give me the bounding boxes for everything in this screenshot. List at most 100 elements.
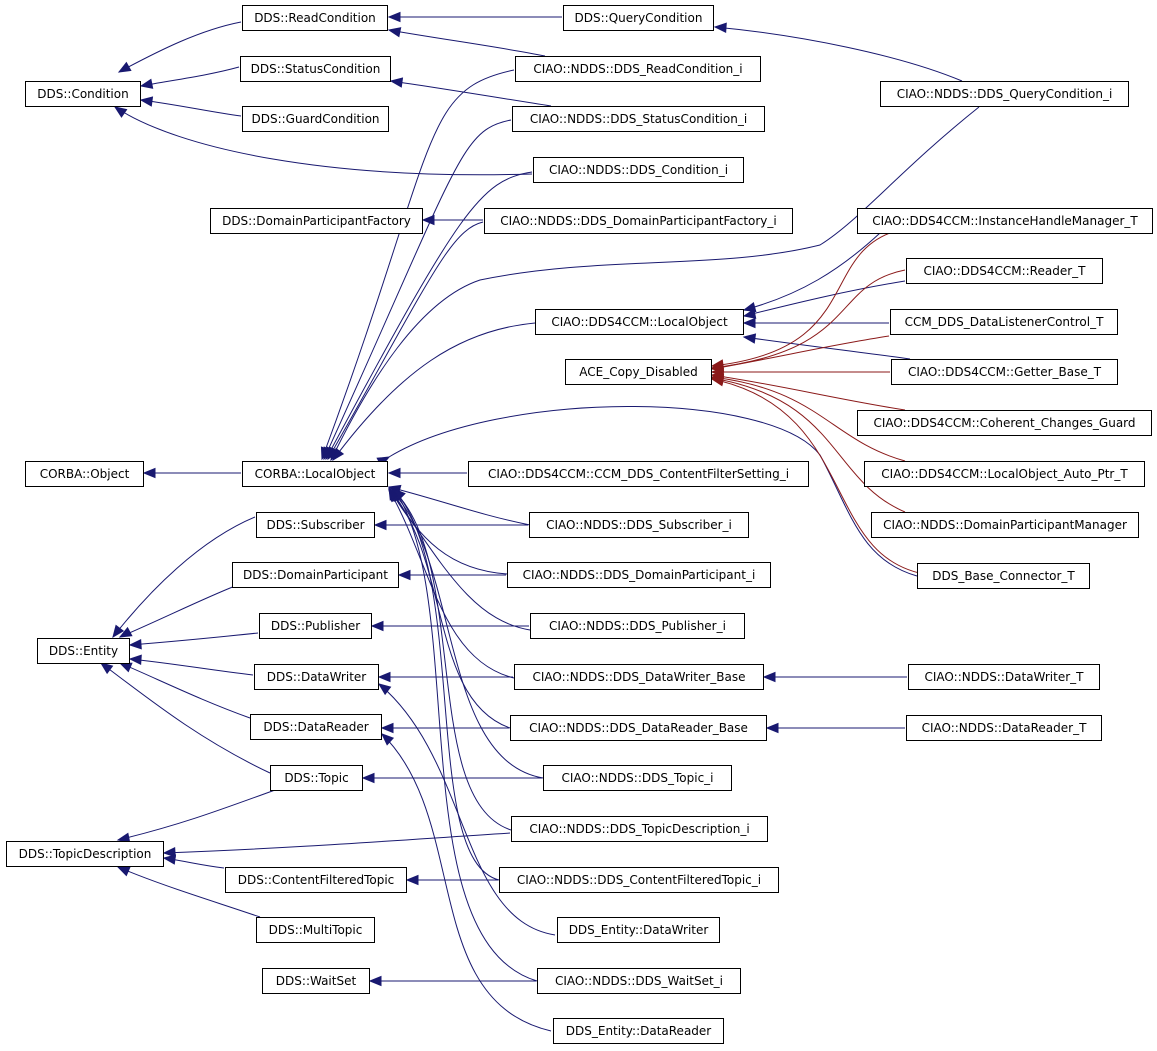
class-node-entity[interactable]: DDS::Entity [37, 638, 130, 664]
class-node-box [25, 81, 141, 107]
class-node-box [908, 664, 1100, 690]
class-node-box [530, 613, 745, 639]
inheritance-arrowhead [387, 27, 402, 38]
inheritance-arrowhead [405, 874, 419, 886]
class-node-multitopic[interactable]: DDS::MultiTopic [256, 917, 375, 943]
class-node-box [232, 562, 399, 588]
class-node-label: CIAO::DDS4CCM::Getter_Base_T [908, 365, 1102, 379]
class-node-box [565, 359, 712, 385]
class-node-reader_t[interactable]: CIAO::DDS4CCM::Reader_T [906, 258, 1103, 284]
class-node-entitydw[interactable]: DDS_Entity::DataWriter [557, 917, 720, 943]
class-node-topicdesc[interactable]: DDS::TopicDescription [6, 841, 164, 867]
private-inheritance-edge [711, 374, 906, 411]
class-node-dpfactory[interactable]: DDS::DomainParticipantFactory [210, 208, 423, 234]
private-inheritance-edge [711, 376, 906, 462]
class-node-label: DDS::DataWriter [267, 670, 367, 684]
class-node-condition_i[interactable]: CIAO::NDDS::DDS_Condition_i [533, 157, 744, 183]
class-node-drbase[interactable]: CIAO::NDDS::DDS_DataReader_Base [510, 715, 767, 741]
class-node-label: DDS::Entity [49, 644, 118, 658]
class-node-dw_t[interactable]: CIAO::NDDS::DataWriter_T [908, 664, 1100, 690]
class-node-dwbase[interactable]: CIAO::NDDS::DDS_DataWriter_Base [514, 664, 764, 690]
class-node-corbaobject[interactable]: CORBA::Object [25, 461, 144, 487]
class-node-readcondition[interactable]: DDS::ReadCondition [242, 5, 388, 31]
class-node-label: CIAO::DDS4CCM::InstanceHandleManager_T [872, 214, 1138, 228]
class-node-label: DDS::Publisher [271, 619, 360, 633]
class-node-box [262, 968, 370, 994]
class-node-box [6, 841, 164, 867]
class-node-statuscondition_i[interactable]: CIAO::NDDS::DDS_StatusCondition_i [512, 106, 765, 132]
class-node-autoptr[interactable]: CIAO::DDS4CCM::LocalObject_Auto_Ptr_T [864, 461, 1145, 487]
class-node-cft[interactable]: DDS::ContentFilteredTopic [225, 867, 407, 893]
class-node-publisher_i[interactable]: CIAO::NDDS::DDS_Publisher_i [530, 613, 745, 639]
class-node-topic_i[interactable]: CIAO::NDDS::DDS_Topic_i [543, 765, 732, 791]
class-node-label: CIAO::NDDS::DDS_WaitSet_i [555, 974, 723, 988]
class-node-box [557, 917, 720, 943]
class-node-label: DDS_Base_Connector_T [932, 569, 1075, 583]
class-node-dp_i[interactable]: CIAO::NDDS::DDS_DomainParticipant_i [507, 562, 771, 588]
inheritance-arrowhead [377, 671, 391, 683]
inheritance-edge [100, 662, 271, 774]
class-node-label: CIAO::NDDS::DDS_ContentFilteredTopic_i [517, 873, 761, 887]
class-node-label: CIAO::NDDS::DDS_DomainParticipant_i [523, 568, 756, 582]
class-node-box [563, 5, 714, 31]
inheritance-arrowhead [742, 333, 757, 344]
class-node-ace[interactable]: ACE_Copy_Disabled [565, 359, 712, 385]
class-node-subscriber[interactable]: DDS::Subscriber [256, 512, 375, 538]
inheritance-edge [117, 866, 261, 918]
inheritance-edge [389, 489, 511, 729]
class-node-cft_i[interactable]: CIAO::NDDS::DDS_ContentFilteredTopic_i [499, 867, 779, 893]
class-node-box [37, 638, 130, 664]
class-node-label: CIAO::NDDS::DDS_ReadCondition_i [533, 62, 742, 76]
inheritance-arrowhead [380, 722, 394, 734]
class-node-coherent[interactable]: CIAO::DDS4CCM::Coherent_Changes_Guard [857, 410, 1152, 436]
class-node-corbalocal[interactable]: CORBA::LocalObject [242, 461, 388, 487]
class-node-box [537, 968, 741, 994]
inheritance-arrowhead [762, 671, 776, 683]
class-node-label: DDS::GuardCondition [251, 112, 379, 126]
class-node-box [857, 410, 1152, 436]
inheritance-arrowhead [387, 467, 401, 479]
class-node-topic[interactable]: DDS::Topic [270, 765, 363, 791]
class-node-querycondition[interactable]: DDS::QueryCondition [563, 5, 714, 31]
class-node-waitset[interactable]: DDS::WaitSet [262, 968, 370, 994]
class-node-querycondition_i[interactable]: CIAO::NDDS::DDS_QueryCondition_i [880, 81, 1129, 107]
inheritance-edge [743, 336, 911, 360]
class-node-label: DDS::DomainParticipant [243, 568, 388, 582]
inheritance-arrowhead [162, 847, 176, 858]
class-node-cfs[interactable]: CIAO::DDS4CCM::CCM_DDS_ContentFilterSett… [468, 461, 809, 487]
class-node-baseconn[interactable]: DDS_Base_Connector_T [917, 563, 1090, 589]
inheritance-edge [393, 488, 538, 982]
class-node-dp[interactable]: DDS::DomainParticipant [232, 562, 399, 588]
class-node-publisher[interactable]: DDS::Publisher [259, 613, 372, 639]
class-node-entitydr[interactable]: DDS_Entity::DataReader [553, 1018, 724, 1044]
class-node-dr_t[interactable]: CIAO::NDDS::DataReader_T [906, 715, 1102, 741]
class-node-guardcondition[interactable]: DDS::GuardCondition [242, 106, 389, 132]
class-node-label: DDS::StatusCondition [251, 62, 381, 76]
class-node-d4localobject[interactable]: CIAO::DDS4CCM::LocalObject [535, 309, 744, 335]
class-node-datareader[interactable]: DDS::DataReader [250, 714, 382, 740]
class-node-dlc[interactable]: CCM_DDS_DataListenerControl_T [890, 309, 1118, 335]
class-node-label: CIAO::DDS4CCM::LocalObject [551, 315, 728, 329]
class-node-box [864, 461, 1145, 487]
inheritance-edge [330, 106, 980, 461]
class-node-box [511, 816, 768, 842]
class-node-dpm[interactable]: CIAO::NDDS::DomainParticipantManager [871, 512, 1139, 538]
class-node-topicdesc_i[interactable]: CIAO::NDDS::DDS_TopicDescription_i [511, 816, 768, 842]
class-node-label: CIAO::NDDS::DDS_DomainParticipantFactory… [500, 214, 776, 228]
class-node-box [543, 765, 732, 791]
inheritance-edge [388, 488, 531, 631]
class-node-ihm[interactable]: CIAO::DDS4CCM::InstanceHandleManager_T [857, 208, 1153, 234]
inheritance-arrowhead [139, 96, 154, 107]
class-node-statuscondition[interactable]: DDS::StatusCondition [240, 56, 391, 82]
class-node-condition[interactable]: DDS::Condition [25, 81, 141, 107]
class-node-waitset_i[interactable]: CIAO::NDDS::DDS_WaitSet_i [537, 968, 741, 994]
class-node-dpfactory_i[interactable]: CIAO::NDDS::DDS_DomainParticipantFactory… [484, 208, 793, 234]
class-node-readcondition_i[interactable]: CIAO::NDDS::DDS_ReadCondition_i [515, 56, 761, 82]
class-node-box [210, 208, 423, 234]
class-node-subscriber_i[interactable]: CIAO::NDDS::DDS_Subscriber_i [529, 512, 749, 538]
class-node-label: DDS::ContentFilteredTopic [238, 873, 395, 887]
class-node-box [25, 461, 144, 487]
class-node-getter[interactable]: CIAO::DDS4CCM::Getter_Base_T [891, 359, 1118, 385]
class-node-datawriter[interactable]: DDS::DataWriter [254, 664, 379, 690]
inheritance-arrowhead [116, 866, 131, 877]
